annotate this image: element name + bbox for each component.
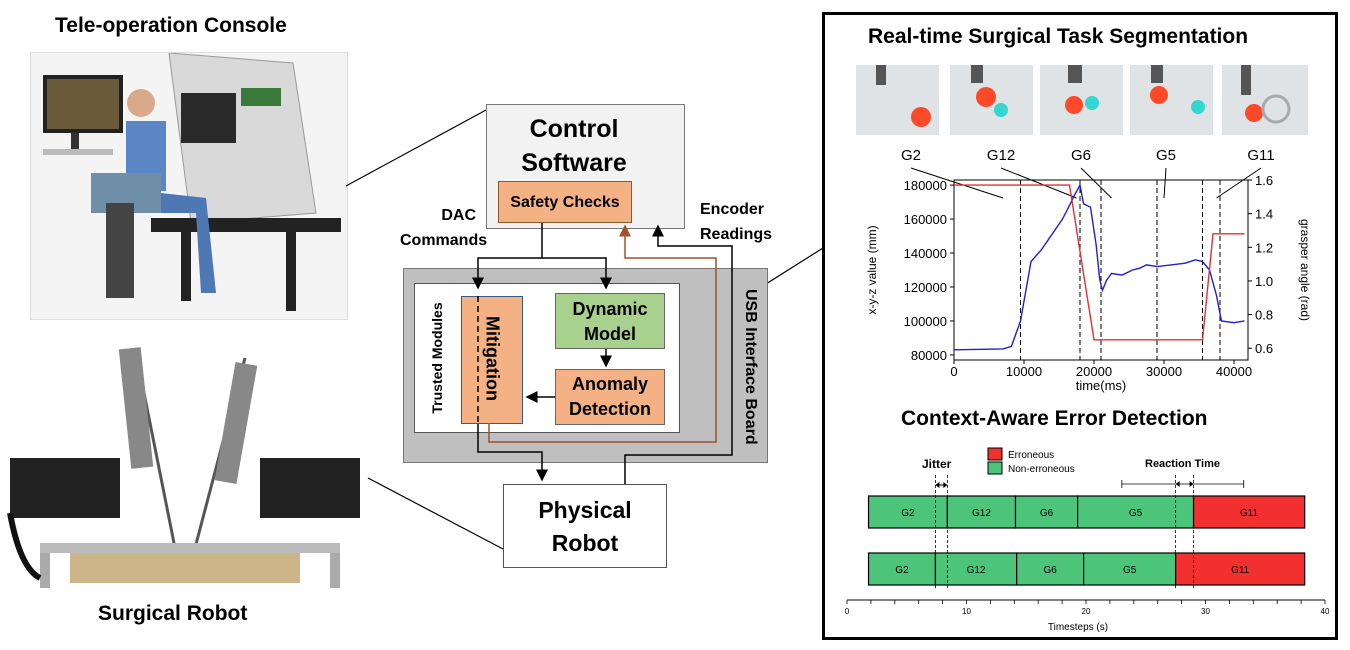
y2-tick-label: 1.6 <box>1255 173 1273 188</box>
y-tick-label: 100000 <box>904 314 947 329</box>
gesture-arrow <box>1163 167 1167 199</box>
segment-bar <box>867 495 948 529</box>
y2-tick-label: 0.6 <box>1255 341 1273 356</box>
robot-photo <box>0 338 368 590</box>
gesture-label: G11 <box>1247 147 1274 164</box>
legend-swatch-erroneous <box>987 447 1003 461</box>
segmentation-title: Real-time Surgical Task Segmentation <box>868 25 1249 48</box>
thumbnail-3 <box>1040 65 1123 135</box>
segment-label: G6 <box>1043 565 1057 576</box>
gesture-label: G6 <box>1071 147 1091 164</box>
segment-label: G11 <box>1240 508 1259 519</box>
y-tick-label: 180000 <box>904 178 947 193</box>
y2-tick-label: 1.0 <box>1255 274 1273 289</box>
legend-label-erroneous: Erroneous <box>1008 450 1054 461</box>
dynamic-model-box: Dynamic Model <box>555 293 665 349</box>
y-axis-label: x-y-z value (mm) <box>865 225 879 314</box>
time-tick-label: 10 <box>962 607 971 616</box>
task-thumbnails <box>856 65 1308 135</box>
segment-label: G5 <box>1123 565 1137 576</box>
console-photo <box>30 52 348 320</box>
segment-bar <box>1083 552 1177 586</box>
jitter-arrowhead-left <box>935 482 940 488</box>
y-tick-label: 160000 <box>904 212 947 227</box>
segment-label: G12 <box>972 508 991 519</box>
safety-checks-box: Safety Checks <box>498 181 632 223</box>
time-axis-label: Timesteps (s) <box>1048 622 1108 633</box>
legend-label-non-erroneous: Non-erroneous <box>1008 464 1075 475</box>
thumbnail-2 <box>950 65 1033 135</box>
segment-label: G2 <box>895 565 909 576</box>
segment-bar <box>1014 495 1079 529</box>
jitter-arrowhead-right <box>943 482 948 488</box>
thumbnail-4 <box>1130 65 1213 135</box>
gesture-label: G5 <box>1156 147 1176 164</box>
gesture-label: G2 <box>901 147 921 164</box>
y2-tick-label: 1.2 <box>1255 240 1273 255</box>
anomaly-detection-box: Anomaly Detection <box>555 369 665 425</box>
x-axis-label: time(ms) <box>1076 378 1127 393</box>
gesture-arrow <box>1080 167 1112 199</box>
gesture-label: G12 <box>987 147 1015 164</box>
segment-bar <box>1077 495 1195 529</box>
time-tick-label: 40 <box>1321 607 1330 616</box>
reaction-arrowhead-left <box>1175 481 1180 487</box>
x-tick-label: 30000 <box>1146 364 1182 379</box>
mitigation-box <box>461 296 523 424</box>
jitter-label: Jitter <box>922 457 952 471</box>
control-software-label: Control Software <box>521 115 627 177</box>
reaction-arrowhead-right <box>1189 481 1194 487</box>
x-tick-label: 10000 <box>1006 364 1042 379</box>
segment-label: G12 <box>967 565 986 576</box>
robot-title: Surgical Robot <box>98 602 248 625</box>
y-tick-label: 120000 <box>904 280 947 295</box>
segment-label: G11 <box>1231 565 1250 576</box>
y-tick-label: 80000 <box>911 348 947 363</box>
segment-bar <box>867 552 937 586</box>
y-tick-label: 140000 <box>904 246 947 261</box>
y2-tick-label: 0.8 <box>1255 308 1273 323</box>
x-tick-label: 20000 <box>1076 364 1112 379</box>
thumbnail-5 <box>1222 65 1308 135</box>
legend-swatch-non-erroneous <box>987 461 1003 475</box>
error-detection-title: Context-Aware Error Detection <box>901 407 1208 430</box>
segment-bar <box>1016 552 1085 586</box>
dac-commands-label: DAC Commands <box>400 207 488 249</box>
y2-tick-label: 1.4 <box>1255 207 1273 222</box>
grasper-angle-line <box>954 184 1245 341</box>
thumbnail-1 <box>856 65 939 135</box>
segmentation-chart: G2 G12 G6 G5 G11 0 10000 20000 30000 40000 80000 10… <box>865 147 1312 393</box>
time-tick-label: 30 <box>1201 607 1210 616</box>
xyz-value-line <box>953 183 1245 351</box>
x-tick-label: 40000 <box>1216 364 1252 379</box>
segment-label: G2 <box>901 508 915 519</box>
segment-label: G5 <box>1129 508 1143 519</box>
gesture-arrow <box>1216 167 1262 199</box>
encoder-readings-label: Encoder Readings <box>700 201 773 243</box>
x-tick-label: 0 <box>950 364 957 379</box>
gesture-arrow <box>910 167 1004 199</box>
segment-bar <box>1175 552 1306 586</box>
time-tick-label: 0 <box>845 607 850 616</box>
segment-label: G6 <box>1040 508 1054 519</box>
y2-axis-label: grasper angle (rad) <box>1298 219 1312 321</box>
time-tick-label: 20 <box>1082 607 1091 616</box>
segment-bar <box>946 495 1017 529</box>
console-title: Tele-operation Console <box>55 14 287 37</box>
segment-bar <box>934 552 1018 586</box>
reaction-time-label: Reaction Time <box>1145 458 1220 470</box>
physical-robot-box: Physical Robot <box>503 484 667 568</box>
gesture-arrow <box>1000 167 1077 199</box>
